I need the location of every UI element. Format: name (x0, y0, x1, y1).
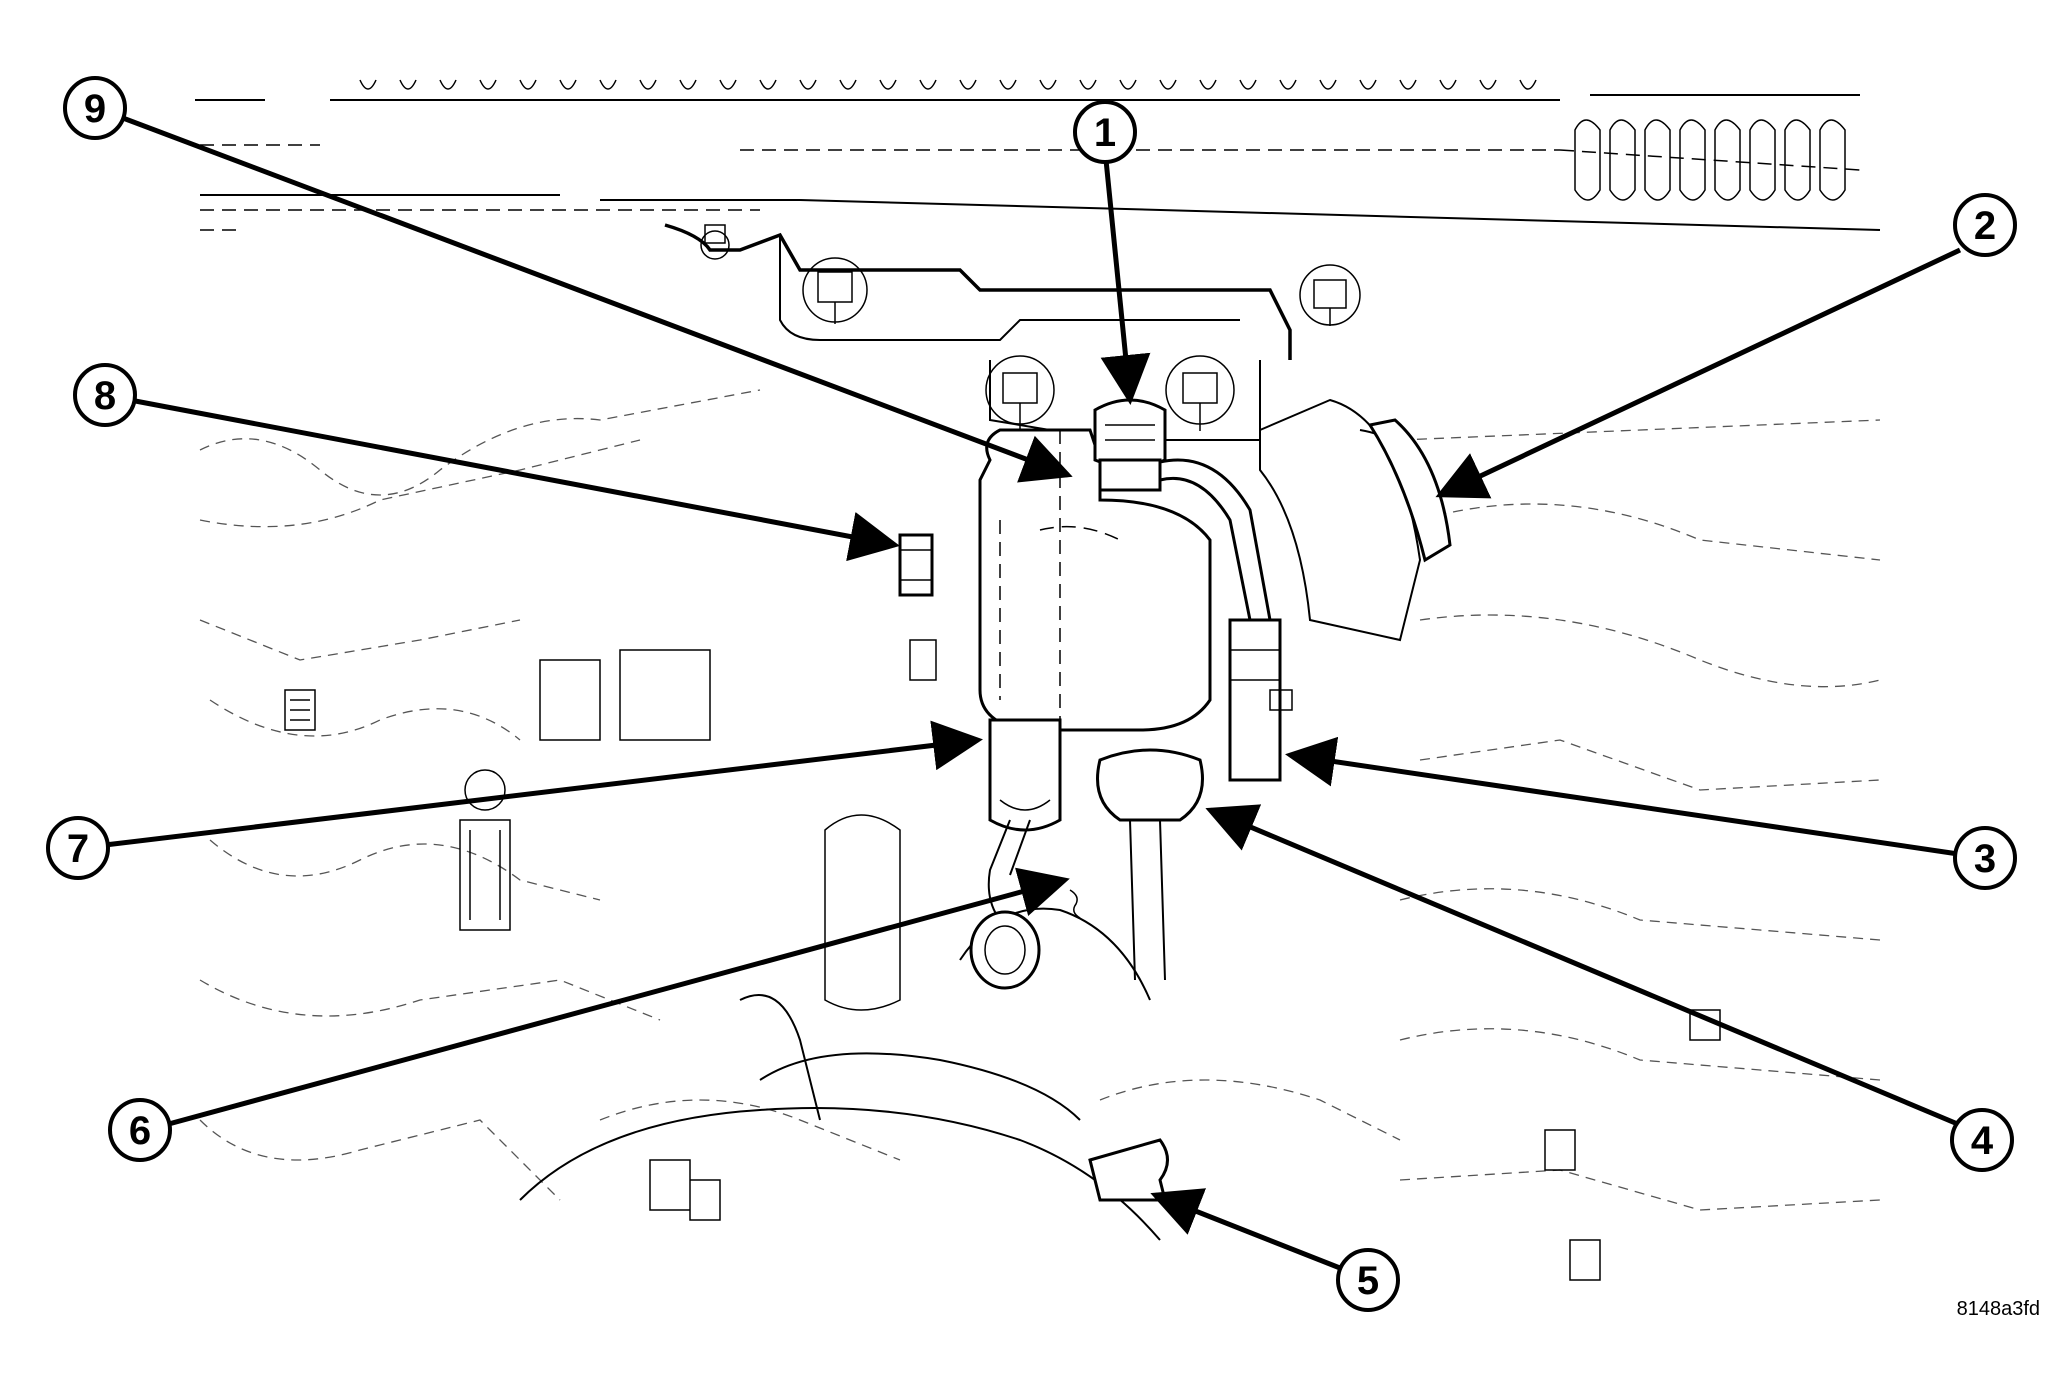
leader-9 (114, 112, 1073, 483)
leader-5 (1150, 1188, 1346, 1273)
callout-1: 1 (1073, 100, 1137, 164)
leader-1 (1100, 149, 1151, 405)
engine-background-linework (199, 389, 1881, 1281)
valve-assembly (898, 398, 1452, 990)
bolt (1165, 355, 1235, 431)
leader-4 (1205, 804, 1961, 1128)
mounting-bracket (664, 223, 1361, 441)
callout-9-label: 9 (84, 87, 106, 131)
leader-6 (164, 867, 1070, 1128)
callout-2-label: 2 (1974, 204, 1996, 248)
leader-2 (1435, 247, 1962, 499)
harness-clip (1088, 1138, 1169, 1202)
callout-7-label: 7 (67, 827, 89, 871)
callout-9: 9 (63, 76, 127, 140)
callout-2: 2 (1953, 193, 2017, 257)
callout-1-label: 1 (1094, 111, 1116, 155)
callout-6-label: 6 (129, 1109, 151, 1153)
bolt (985, 355, 1055, 431)
upper-cowl-linework (195, 79, 1881, 231)
leader-8 (129, 397, 900, 562)
callout-4: 4 (1950, 1108, 2014, 1172)
callout-5: 5 (1336, 1248, 1400, 1312)
callout-8-label: 8 (94, 374, 116, 418)
callout-4-label: 4 (1971, 1119, 1994, 1163)
bolt (1299, 264, 1361, 326)
figure-code: 8148a3fd (1957, 1298, 2040, 1320)
leader-7 (104, 720, 983, 848)
leader-3 (1285, 736, 1966, 858)
callout-7: 7 (46, 816, 110, 880)
bolt (700, 224, 730, 260)
callout-6: 6 (108, 1098, 172, 1162)
leader-lines (104, 112, 1966, 1273)
callout-3-label: 3 (1974, 837, 1996, 881)
callout-3: 3 (1953, 826, 2017, 890)
callout-8: 8 (73, 363, 137, 427)
bolt (802, 257, 868, 324)
callout-5-label: 5 (1357, 1259, 1379, 1303)
